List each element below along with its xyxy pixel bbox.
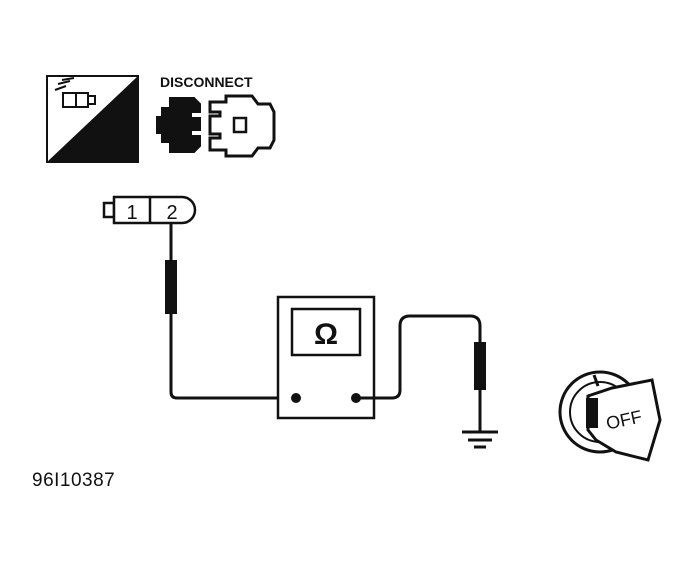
ohm-symbol: Ω: [314, 318, 338, 351]
ts-label: T.S.: [88, 138, 121, 159]
ignition-switch: OFF: [558, 370, 662, 462]
left-test-probe: [165, 223, 294, 400]
ohmmeter-terminal-left: [291, 393, 301, 403]
ground-symbol: [462, 430, 498, 449]
right-test-probe: [356, 314, 486, 432]
harness-connector-icon: [54, 77, 96, 108]
ts-badge: T.S.: [46, 75, 139, 163]
ohmmeter: Ω: [276, 295, 376, 420]
disconnect-badge: DISCONNECT: [156, 74, 276, 158]
connector-pin-2: 2: [166, 202, 177, 224]
connector-pin-1: 1: [126, 202, 137, 224]
ignition-key-icon: [586, 378, 662, 462]
figure-code: 96I10387: [32, 470, 116, 491]
harness-connector: 1 2: [102, 195, 197, 225]
disconnected-connector-icon: [156, 94, 276, 158]
disconnect-label: DISCONNECT: [160, 74, 253, 90]
